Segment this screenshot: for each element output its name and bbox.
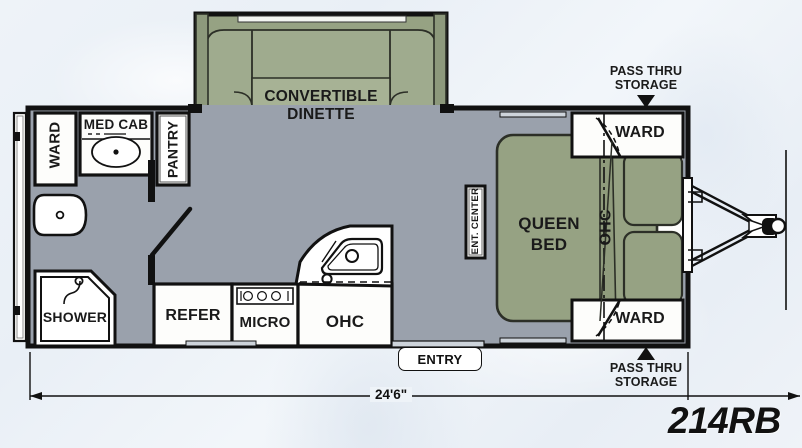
room-label-micro: MICRO xyxy=(239,314,291,331)
room-label-ohc-kitchen: OHC xyxy=(325,312,365,331)
rear-bathroom xyxy=(32,111,193,348)
pantry-box xyxy=(155,111,191,187)
pass-thru-arrow-bottom xyxy=(637,347,655,360)
ward-front-top-box xyxy=(570,111,685,159)
room-label-dinette-line2: DINETTE xyxy=(287,106,355,123)
front-cabinets xyxy=(622,151,684,306)
callout-pass-thru-bottom-line1: PASS THRU xyxy=(609,361,683,375)
window-bottom-left xyxy=(185,340,257,347)
shower-pan xyxy=(33,269,117,348)
room-label-pantry: PANTRY xyxy=(164,120,181,178)
room-label-ohc-bed: OHC xyxy=(597,209,615,246)
callout-pass-thru-top-line1: PASS THRU xyxy=(609,64,683,78)
room-label-ward-front-bottom: WARD xyxy=(615,310,665,327)
ent-center-box xyxy=(464,184,487,260)
pass-thru-arrow-top xyxy=(637,95,655,108)
bath-door xyxy=(149,206,193,258)
lav-sink xyxy=(91,136,141,168)
ohc-kitchen-box xyxy=(294,224,394,348)
front-bedroom xyxy=(495,111,685,343)
callout-pass-thru-bottom-line2: STORAGE xyxy=(614,374,678,389)
slide-wall-nub-right xyxy=(440,104,454,113)
room-label-queen-bed-line1: QUEEN xyxy=(518,214,580,233)
callout-pass-thru-bottom: PASS THRU STORAGE xyxy=(586,361,706,389)
room-label-shower: SHOWER xyxy=(42,309,108,325)
room-label-ward-rear: WARD xyxy=(46,121,64,169)
dimension-line xyxy=(29,352,800,400)
cooktop xyxy=(236,287,294,305)
length-dimension-label: 24'6" xyxy=(370,387,413,402)
window-bottom-right xyxy=(499,337,567,344)
hitch-aframe xyxy=(682,150,787,310)
ward-front-bottom-box xyxy=(570,298,685,343)
model-number: 214RB xyxy=(668,400,781,441)
bath-wall-lower xyxy=(148,255,155,285)
bath-wall-upper xyxy=(148,160,155,202)
kitchen xyxy=(152,224,394,348)
rear-wall-strip xyxy=(12,111,28,343)
entry-label[interactable]: ENTRY xyxy=(398,347,482,371)
window-top-right xyxy=(499,111,567,118)
toilet xyxy=(32,193,88,237)
slide-wall-nub-left xyxy=(188,104,202,113)
room-label-queen-bed-line2: BED xyxy=(530,235,568,254)
room-label-ent-center: ENT. CENTER xyxy=(470,187,482,255)
refer-box xyxy=(152,282,234,348)
room-label-refer: REFER xyxy=(165,307,221,324)
room-label-ward-front-top: WARD xyxy=(615,124,665,141)
room-label-med-cab: MED CAB xyxy=(83,117,149,132)
ward-rear-box xyxy=(33,111,78,187)
room-label-dinette-line1: CONVERTIBLE xyxy=(264,88,378,105)
callout-pass-thru-top: PASS THRU STORAGE xyxy=(586,64,706,92)
callout-pass-thru-top-line2: STORAGE xyxy=(614,77,678,92)
dinette-slideout xyxy=(193,11,449,113)
ward-door-leafs xyxy=(596,117,622,337)
